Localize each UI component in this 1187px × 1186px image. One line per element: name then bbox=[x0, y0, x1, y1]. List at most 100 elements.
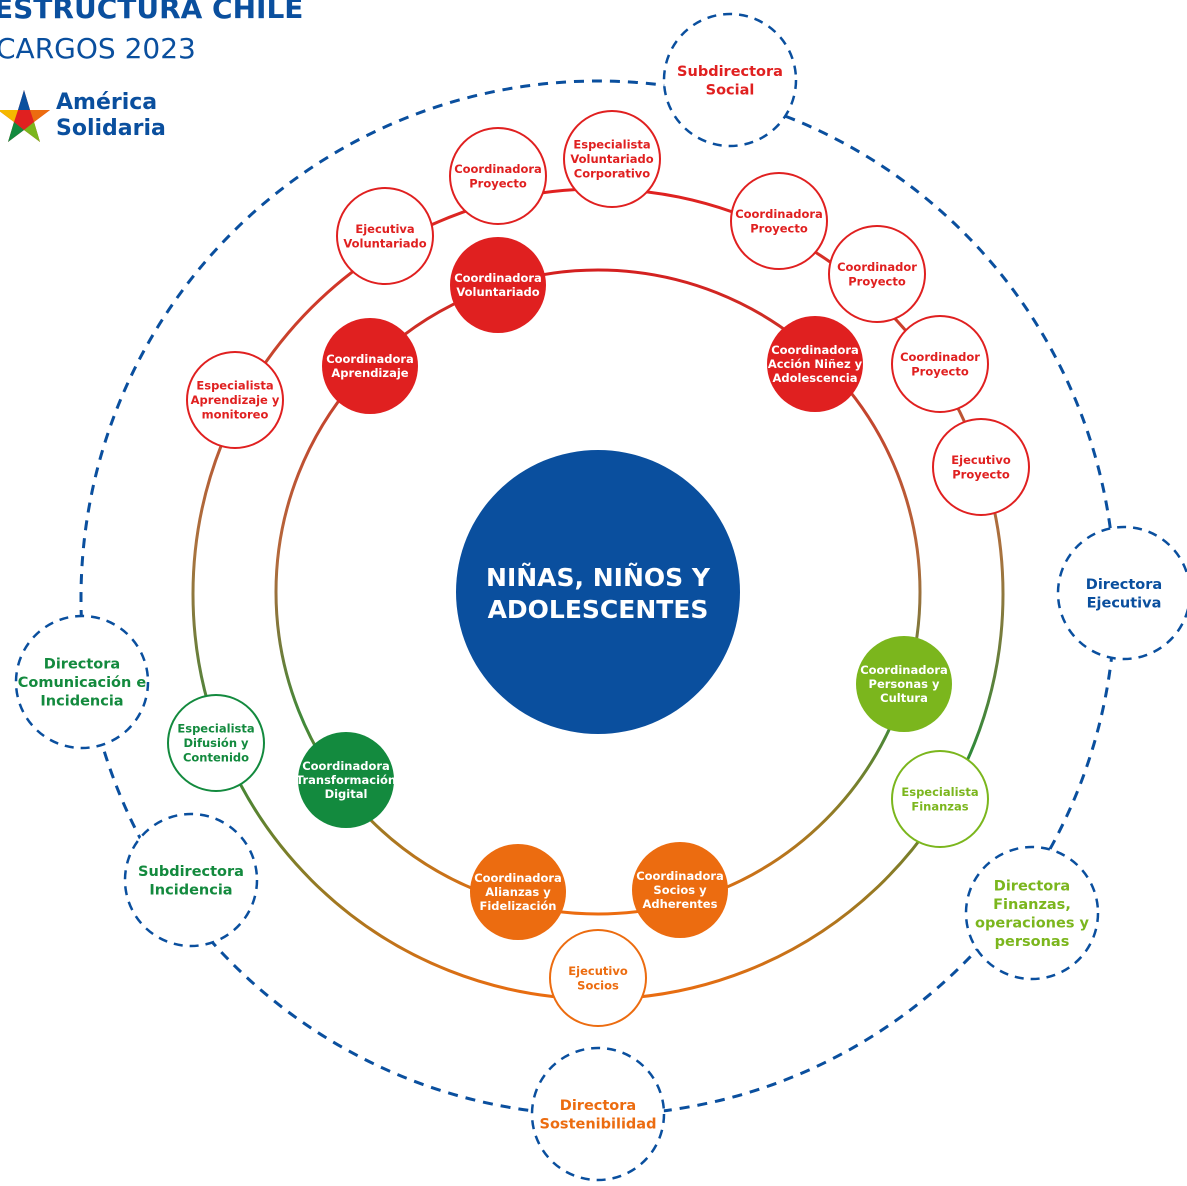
middle-node-circle bbox=[167, 694, 265, 792]
node-label-line: Especialista bbox=[573, 138, 650, 152]
node-label-line: Proyecto bbox=[848, 274, 906, 288]
inner-node-circle bbox=[298, 732, 394, 828]
node-label-line: Directora bbox=[994, 878, 1070, 894]
middle-node-circle bbox=[336, 187, 434, 285]
node-label-line: Personas y bbox=[869, 677, 940, 691]
chart-title: ESTRUCTURA CHILE bbox=[0, 0, 304, 25]
node-label-line: Directora bbox=[1086, 577, 1162, 593]
node-label-line: Aprendizaje bbox=[331, 366, 408, 380]
node-label-line: personas bbox=[995, 934, 1070, 950]
node-label-line: Coordinadora bbox=[636, 869, 724, 883]
middle-node-circle bbox=[549, 929, 647, 1027]
outer-node-circle bbox=[123, 812, 259, 948]
node-label-line: Incidencia bbox=[149, 882, 232, 898]
middle-node-circle bbox=[730, 172, 828, 270]
center-label-line: NIÑAS, NIÑOS Y bbox=[486, 563, 711, 592]
middle-node-circle bbox=[186, 351, 284, 449]
center-label-line: ADOLESCENTES bbox=[488, 595, 709, 624]
node-label-line: Ejecutivo bbox=[951, 453, 1011, 467]
middle-node-circle bbox=[828, 225, 926, 323]
middle-node-circle bbox=[563, 110, 661, 208]
node-label-line: Corporativo bbox=[574, 167, 651, 181]
node-label-line: Subdirectora bbox=[677, 64, 783, 80]
node-label-line: Especialista bbox=[196, 379, 273, 393]
node-label-line: Coordinador bbox=[900, 350, 980, 364]
inner-node-circle bbox=[322, 318, 418, 414]
node-label-line: Difusión y bbox=[183, 736, 249, 750]
chart-subtitle: CARGOS 2023 bbox=[0, 32, 196, 65]
node-label-line: Aprendizaje y bbox=[191, 393, 280, 407]
america-solidaria-logo: América Solidaria bbox=[0, 88, 180, 152]
middle-node-circle bbox=[891, 750, 989, 848]
node-label-line: Acción Niñez y bbox=[768, 357, 863, 371]
node-label-line: Social bbox=[706, 82, 755, 98]
node-label-line: Coordinadora bbox=[454, 271, 542, 285]
outer-node-circle bbox=[964, 845, 1100, 981]
node-label-line: Proyecto bbox=[911, 364, 969, 378]
node-label-line: Socios bbox=[577, 978, 619, 992]
node-label-line: Directora bbox=[44, 657, 120, 673]
node-label-line: Especialista bbox=[901, 785, 978, 799]
node-label-line: Proyecto bbox=[750, 221, 808, 235]
node-label-line: Coordinadora bbox=[302, 759, 390, 773]
inner-node-circle bbox=[856, 636, 952, 732]
logo-text: América Solidaria bbox=[56, 90, 166, 142]
node-label-line: Ejecutiva bbox=[1087, 595, 1162, 611]
node-label-line: Socios y bbox=[653, 883, 707, 897]
star-logo-icon bbox=[0, 90, 50, 142]
inner-node-circle bbox=[450, 237, 546, 333]
node-label-line: Transformación bbox=[296, 773, 396, 787]
inner-node-circle bbox=[470, 844, 566, 940]
node-label-line: Coordinadora bbox=[735, 207, 823, 221]
node-label-line: Comunicación e bbox=[18, 675, 147, 691]
node-label-line: Ejecutivo bbox=[568, 964, 628, 978]
outer-node-circle bbox=[530, 1046, 666, 1182]
node-label-line: Adolescencia bbox=[773, 371, 858, 385]
node-label-line: Subdirectora bbox=[138, 864, 244, 880]
node-label-line: Proyecto bbox=[469, 176, 527, 190]
